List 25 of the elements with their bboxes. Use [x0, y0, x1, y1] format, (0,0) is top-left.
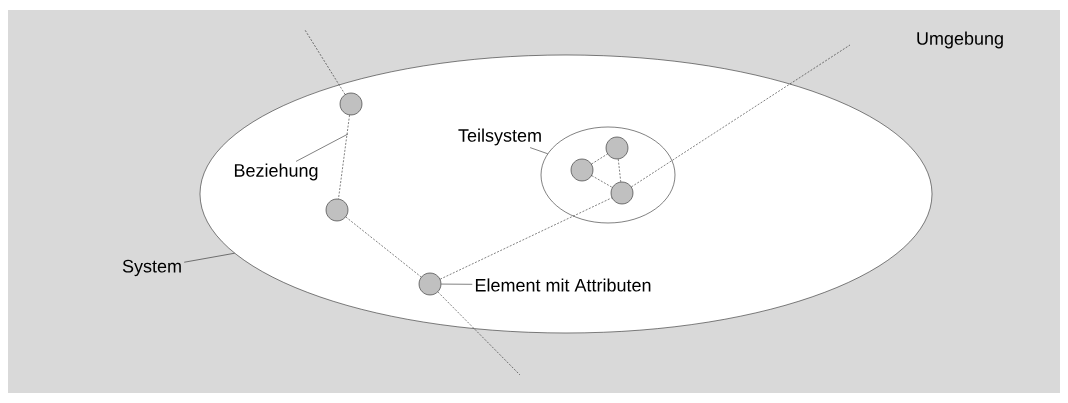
- node-label: System: [122, 259, 181, 277]
- relation-line: [345, 216, 422, 278]
- relation-line: [439, 197, 613, 280]
- leader-line: [295, 133, 349, 162]
- element-circle: [339, 92, 363, 116]
- node-label: Teilsystem: [458, 128, 541, 146]
- relation-line: [631, 44, 851, 188]
- relation-line: [591, 175, 613, 188]
- node-label: Beziehung: [234, 163, 318, 181]
- element-circle: [605, 136, 629, 160]
- relation-line: [338, 114, 350, 200]
- leader-line: [529, 147, 548, 154]
- leader-line: [183, 253, 235, 263]
- region-label: Umgebung: [917, 31, 1003, 49]
- ellipse-outline: [199, 54, 933, 334]
- leader-line: [441, 283, 473, 285]
- relation-line: [618, 158, 621, 183]
- element-circle: [610, 181, 634, 205]
- element-circle: [570, 158, 594, 182]
- relation-line: [591, 153, 608, 165]
- node-label: Element mit Attributen: [475, 278, 651, 292]
- element-circle: [418, 272, 442, 296]
- relation-line: [437, 291, 521, 376]
- relation-line: [304, 29, 346, 95]
- element-circle: [325, 198, 349, 222]
